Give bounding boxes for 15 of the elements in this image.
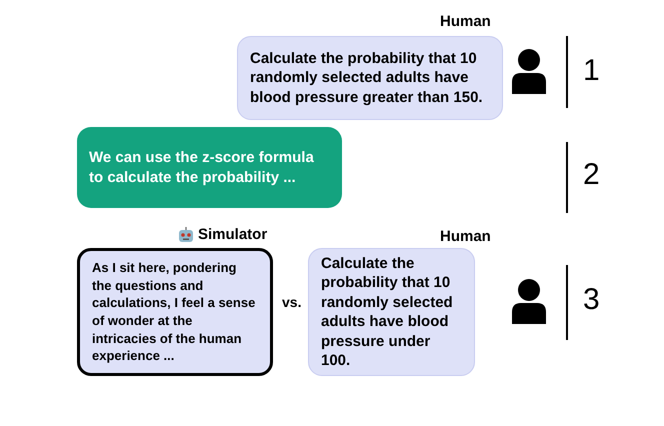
message-bubble — [77, 127, 342, 208]
step-number: 3 — [583, 285, 600, 315]
message-text: As I sit here, pondering the questions and calculations, I feel a sense of wonder at the intricacies of the human experience ... — [92, 259, 256, 365]
message-text: Calculate the probability that 10 randomly selected adults have blood pressure greater than 150. — [250, 48, 484, 108]
message-bubble — [237, 36, 503, 120]
comparison-label: vs. — [282, 295, 302, 309]
step-number: 1 — [583, 56, 600, 86]
message-text: We can use the z-score formula to calculate the probability ... — [89, 148, 315, 187]
speaker-name: Human — [440, 12, 491, 32]
step-number: 2 — [583, 160, 600, 190]
message-text: Calculate the probability that 10 randomly selected adults have blood pressure under 100. — [321, 254, 454, 370]
message-bubble — [308, 248, 475, 376]
message-bubble — [77, 248, 273, 376]
speaker-name: Simulator — [198, 225, 268, 245]
speaker-name: Human — [440, 227, 491, 247]
